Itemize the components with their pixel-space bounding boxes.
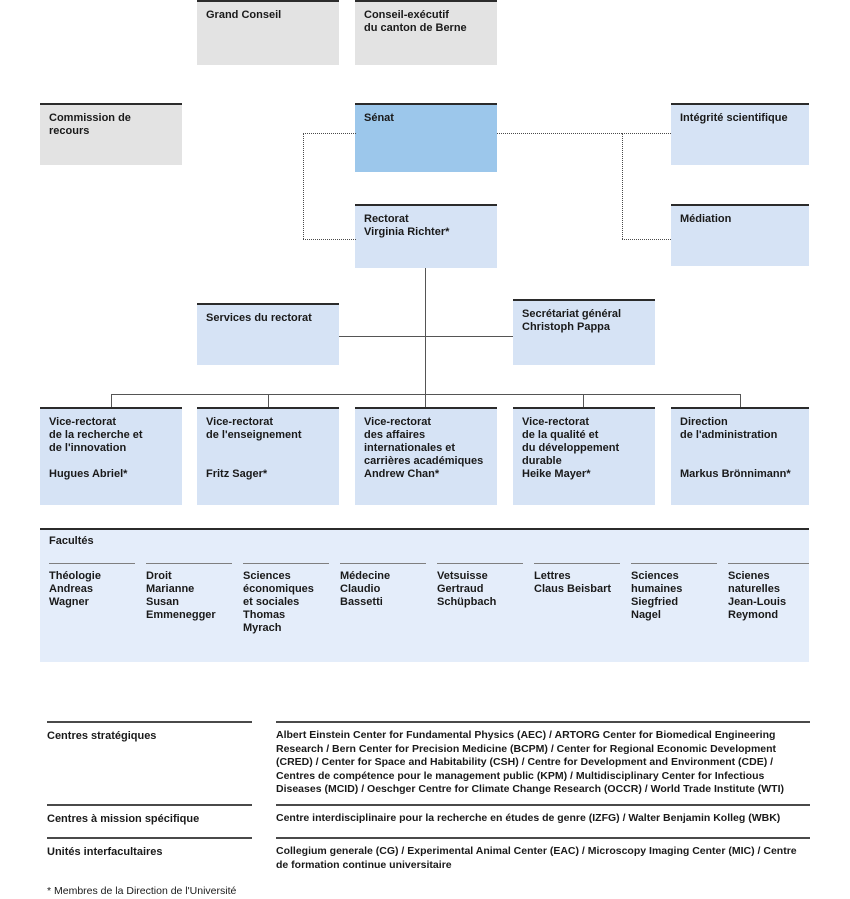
bottom-row-value-centres-strategiques: Albert Einstein Center for Fundamental P…: [276, 721, 810, 797]
footnote: * Membres de la Direction de l'Universit…: [47, 885, 237, 897]
faculty-label: Droit Marianne Susan Emmenegger: [146, 570, 216, 621]
connector-drop-4: [583, 394, 584, 407]
box-vice-rectorat-affaires-internationales[interactable]: Vice-rectorat des affaires international…: [355, 407, 497, 505]
faculty-column-lettres[interactable]: Lettres Claus Beisbart: [534, 563, 620, 596]
faculty-column-droit[interactable]: Droit Marianne Susan Emmenegger: [146, 563, 232, 622]
bottom-row-value-centres-mission-specifique: Centre interdisciplinaire pour la recher…: [276, 804, 810, 826]
box-vice-rectorat-enseignement[interactable]: Vice-rectorat de l'enseignement Fritz Sa…: [197, 407, 339, 505]
box-title: Vice-rectorat des affaires international…: [364, 416, 484, 467]
box-person-name: Fritz Sager*: [206, 468, 268, 480]
box-title: Vice-rectorat de la qualité et du dévelo…: [522, 416, 620, 467]
box-secretariat-general[interactable]: Secrétariat général Christoph Pappa: [513, 299, 655, 365]
faculty-column-sciences-economiques[interactable]: Sciences économiques et sociales Thomas …: [243, 563, 329, 635]
box-person-name: Christoph Pappa: [522, 321, 611, 333]
faculty-column-sciences-humaines[interactable]: Sciences humaines Siegfried Nagel: [631, 563, 717, 622]
box-title: Commission de recours: [49, 112, 131, 137]
dotted-connector-integrite: [622, 133, 671, 134]
box-senat[interactable]: Sénat: [355, 103, 497, 172]
dotted-connector-left-vertical: [303, 133, 304, 239]
faculty-label: Sciences humaines Siegfried Nagel: [631, 570, 683, 621]
box-title: Intégrité scientifique: [680, 112, 788, 124]
facultes-panel: [40, 528, 809, 662]
faculty-column-vetsuisse[interactable]: Vetsuisse Gertraud Schüpbach: [437, 563, 523, 609]
connector-support-row: [339, 336, 513, 337]
box-person-name: Markus Brönnimann*: [680, 468, 791, 480]
bottom-row-label-centres-mission-specifique: Centres à mission spécifique: [47, 804, 252, 826]
connector-drop-3: [425, 394, 426, 407]
box-person-name: Hugues Abriel*: [49, 468, 128, 480]
box-title: Services du rectorat: [206, 312, 312, 324]
box-person-name: Andrew Chan*: [364, 468, 440, 480]
box-services-du-rectorat[interactable]: Services du rectorat: [197, 303, 339, 365]
box-title: Grand Conseil: [206, 9, 282, 21]
box-title: Rectorat: [364, 213, 409, 225]
box-title: Vice-rectorat de la recherche et de l'in…: [49, 416, 143, 454]
dotted-connector-rectorat-left: [303, 239, 356, 240]
faculty-label: Scienes naturelles Jean-Louis Reymond: [728, 570, 787, 621]
bottom-row-label-unites-interfacultaires: Unités interfacultaires: [47, 837, 252, 859]
faculty-label: Vetsuisse Gertraud Schüpbach: [437, 570, 497, 608]
dotted-connector-senat-left: [303, 133, 356, 134]
box-title: Direction de l'administration: [680, 416, 778, 441]
dotted-connector-senat-right: [497, 133, 622, 134]
connector-drop-2: [268, 394, 269, 407]
box-title: Conseil-exécutif du canton de Berne: [364, 9, 467, 34]
dotted-connector-mediation: [622, 239, 671, 240]
box-conseil-executif[interactable]: Conseil-exécutif du canton de Berne: [355, 0, 497, 65]
box-title: Sénat: [364, 112, 394, 124]
faculty-label: Théologie Andreas Wagner: [49, 570, 101, 608]
box-vice-rectorat-qualite[interactable]: Vice-rectorat de la qualité et du dévelo…: [513, 407, 655, 505]
faculty-column-sciences-naturelles[interactable]: Scienes naturelles Jean-Louis Reymond: [728, 563, 809, 622]
box-direction-administration[interactable]: Direction de l'administration Markus Brö…: [671, 407, 809, 505]
box-grand-conseil[interactable]: Grand Conseil: [197, 0, 339, 65]
connector-distribution-bar: [111, 394, 741, 395]
box-title: Médiation: [680, 213, 732, 225]
faculty-label: Médecine Claudio Bassetti: [340, 570, 391, 608]
dotted-connector-right-vertical: [622, 133, 623, 239]
box-mediation[interactable]: Médiation: [671, 204, 809, 266]
box-person-name: Heike Mayer*: [522, 468, 591, 480]
facultes-heading: Facultés: [49, 535, 94, 547]
box-commission-de-recours[interactable]: Commission de recours: [40, 103, 182, 165]
faculty-label: Lettres Claus Beisbart: [534, 570, 612, 595]
bottom-row-label-centres-strategiques: Centres stratégiques: [47, 721, 252, 743]
box-integrite-scientifique[interactable]: Intégrité scientifique: [671, 103, 809, 165]
box-vice-rectorat-recherche[interactable]: Vice-rectorat de la recherche et de l'in…: [40, 407, 182, 505]
bottom-row-value-unites-interfacultaires: Collegium generale (CG) / Experimental A…: [276, 837, 810, 872]
connector-drop-1: [111, 394, 112, 407]
box-title: Secrétariat général: [522, 308, 622, 320]
box-rectorat[interactable]: Rectorat Virginia Richter*: [355, 204, 497, 268]
connector-rectorat-trunk: [425, 268, 426, 394]
faculty-column-theologie[interactable]: Théologie Andreas Wagner: [49, 563, 135, 609]
faculty-label: Sciences économiques et sociales Thomas …: [243, 570, 314, 634]
box-title: Vice-rectorat de l'enseignement: [206, 416, 302, 441]
box-person-name: Virginia Richter*: [364, 226, 450, 238]
connector-drop-5: [740, 394, 741, 407]
faculty-column-medecine[interactable]: Médecine Claudio Bassetti: [340, 563, 426, 609]
